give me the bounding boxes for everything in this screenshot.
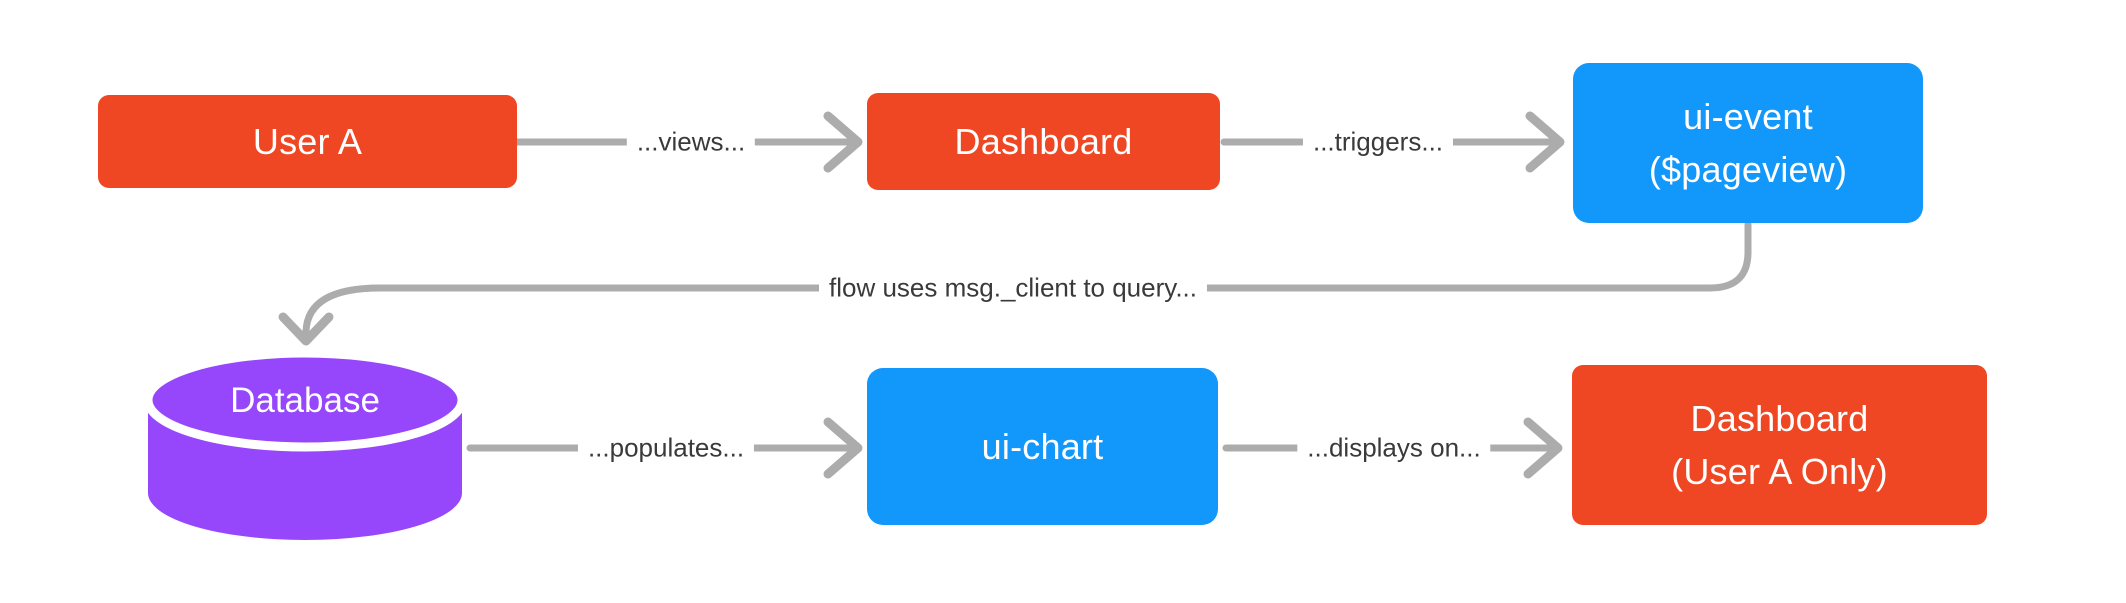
node-dashboard: Dashboard: [867, 93, 1220, 190]
edge-query-line-right: [1184, 220, 1752, 292]
arrowhead-right-icon: [823, 417, 863, 479]
arrowhead-right-icon: [1525, 111, 1565, 173]
node-database-label: Database: [230, 381, 380, 420]
edge-label-populates: ...populates...: [577, 430, 755, 466]
node-dashboard-user-a-only-line2: (User A Only): [1671, 451, 1888, 492]
node-dashboard-label: Dashboard: [954, 121, 1133, 162]
node-ui-chart-label: ui-chart: [981, 426, 1104, 467]
arrowhead-right-icon: [823, 111, 863, 173]
edge-query-line-left: [302, 284, 842, 335]
edge-label-query: flow uses msg._client to query...: [818, 270, 1208, 306]
node-user-a: User A: [98, 95, 517, 188]
edge-label-displays-on: ...displays on...: [1297, 430, 1491, 466]
node-ui-event-label-line1: ui-event: [1683, 96, 1813, 137]
arrowhead-right-icon: [1523, 417, 1563, 479]
node-ui-event-label-line2: ($pageview): [1648, 149, 1848, 190]
database-cylinder-icon: [143, 348, 467, 540]
edge-label-triggers: ...triggers...: [1302, 124, 1454, 160]
node-ui-event: ui-event ($pageview): [1573, 63, 1923, 223]
node-user-a-label: User A: [252, 121, 363, 162]
node-dashboard-user-a-only: Dashboard (User A Only): [1572, 365, 1987, 525]
node-dashboard-user-a-only-line1: Dashboard: [1690, 398, 1869, 439]
node-ui-chart: ui-chart: [867, 368, 1218, 525]
arrowhead-down-icon: [278, 312, 334, 346]
edge-label-views: ...views...: [626, 124, 756, 160]
